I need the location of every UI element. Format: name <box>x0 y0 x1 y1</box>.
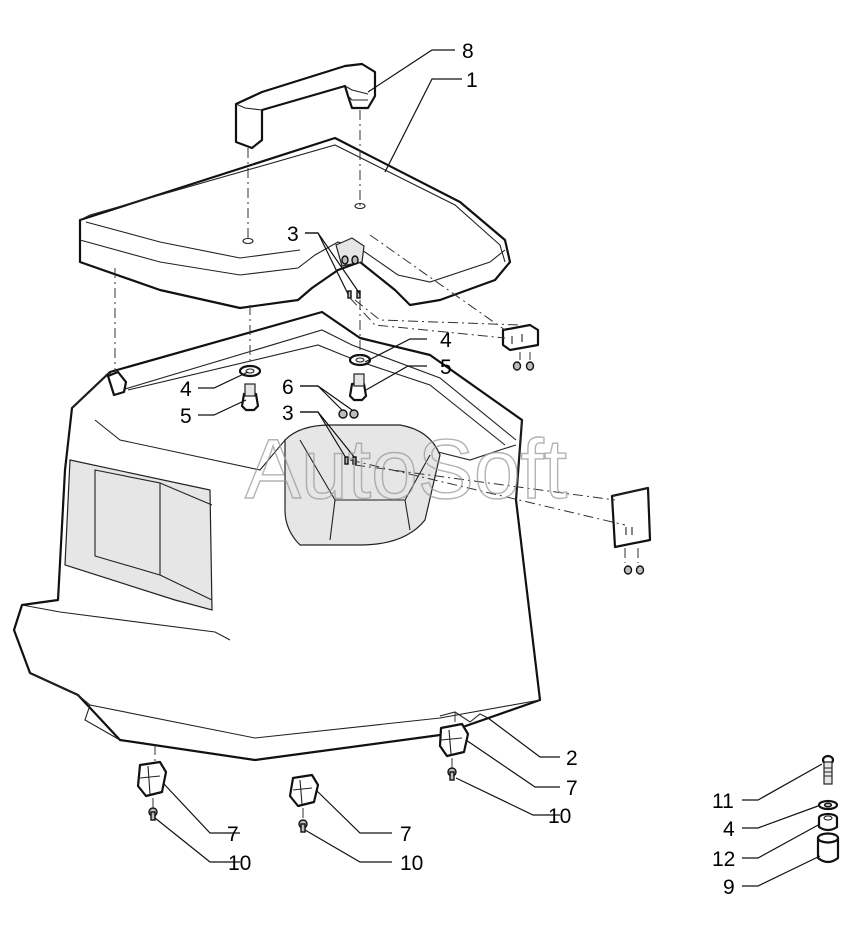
callout-7: 7 <box>566 777 578 800</box>
screw-left <box>148 807 158 821</box>
callout-1: 1 <box>466 69 478 92</box>
clip-left <box>136 760 168 798</box>
callout-4: 4 <box>440 329 452 352</box>
bolt-center <box>348 373 368 402</box>
callout-5: 5 <box>180 405 192 428</box>
screw-right <box>447 767 457 781</box>
small-screws-upper <box>341 255 361 299</box>
cover-lid-part-1 <box>78 136 512 310</box>
callout-7: 7 <box>227 823 239 846</box>
clip-middle <box>288 773 320 808</box>
callout-10: 10 <box>548 805 571 828</box>
leader-lines <box>154 49 823 887</box>
callout-9: 9 <box>723 876 735 899</box>
callout-3: 3 <box>282 402 294 425</box>
callout-6: 6 <box>282 376 294 399</box>
callout-4: 4 <box>180 378 192 401</box>
callout-7: 7 <box>400 823 412 846</box>
callout-5: 5 <box>440 356 452 379</box>
callout-10: 10 <box>400 852 423 875</box>
callout-4: 4 <box>723 818 735 841</box>
bolt-left <box>240 383 260 412</box>
assembly-axis-lines <box>114 110 639 820</box>
clip-right <box>438 722 470 758</box>
bushing-part-9 <box>816 832 840 864</box>
callout-12: 12 <box>712 848 735 871</box>
washer-part-4 <box>817 799 839 811</box>
callout-10: 10 <box>228 852 251 875</box>
watermark: AutoSoft <box>245 422 567 516</box>
callout-3: 3 <box>287 223 299 246</box>
callout-8: 8 <box>462 40 474 63</box>
callout-labels: 8 1 3 4 5 4 5 6 3 2 7 10 7 10 7 10 11 4 … <box>180 40 735 899</box>
callout-11: 11 <box>712 790 734 813</box>
washer-center <box>348 353 372 367</box>
housing-part-2 <box>12 310 542 762</box>
screw-middle <box>298 819 308 833</box>
latch-bracket-lower <box>610 486 652 575</box>
spacer-part-12 <box>817 812 839 832</box>
latch-bracket-upper <box>501 323 540 371</box>
stud-part-11 <box>821 754 835 785</box>
handle-part-8 <box>234 62 377 150</box>
nuts-part-6 <box>338 409 359 419</box>
callout-2: 2 <box>566 747 578 770</box>
